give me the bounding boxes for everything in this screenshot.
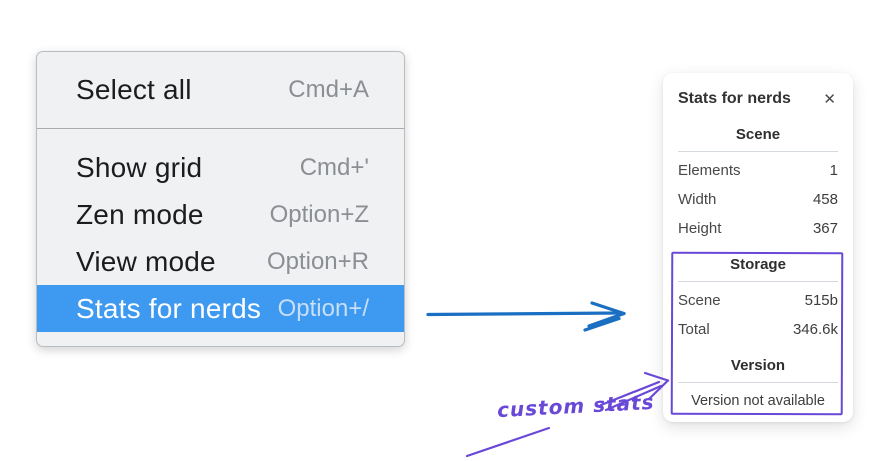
stat-value: 515b — [804, 292, 838, 309]
menu-item-shortcut: Cmd+' — [299, 153, 369, 181]
menu-item-view-mode[interactable]: View mode Option+R — [37, 238, 404, 285]
stat-label: Elements — [678, 162, 741, 179]
stat-label: Width — [678, 191, 717, 208]
close-icon[interactable]: ✕ — [823, 90, 836, 108]
version-section: Version Version not available — [678, 357, 838, 413]
stat-row-total-storage: Total 346.6k — [678, 315, 838, 344]
section-divider — [678, 281, 838, 282]
stat-value: 1 — [829, 162, 838, 179]
menu-item-label: Show grid — [76, 151, 203, 183]
storage-section-heading: Storage — [730, 256, 786, 273]
stat-value: 346.6k — [792, 321, 838, 338]
menu-item-stats-for-nerds[interactable]: Stats for nerds Option+/ — [37, 285, 404, 332]
section-divider — [678, 151, 838, 152]
stat-row-elements: Elements 1 — [678, 156, 838, 185]
version-note: Version not available — [691, 393, 825, 409]
stat-row-scene-storage: Scene 515b — [678, 286, 838, 315]
stats-panel-header: Stats for nerds ✕ — [678, 85, 838, 113]
menu-item-label: Select all — [76, 74, 192, 105]
menu-group: Show grid Cmd+' Zen mode Option+Z View m… — [37, 129, 404, 346]
menu-item-shortcut: Option+/ — [277, 294, 369, 322]
menu-item-label: View mode — [76, 245, 216, 277]
stat-row-height: Height 367 — [678, 214, 838, 243]
custom-stats-annotation: custom stats — [496, 389, 656, 423]
scene-section-heading: Scene — [735, 126, 781, 143]
stats-panel: Stats for nerds ✕ Scene Elements 1 Width… — [663, 73, 853, 422]
menu-item-shortcut: Option+R — [266, 247, 369, 275]
stat-value: 458 — [812, 191, 838, 208]
stats-panel-title: Stats for nerds — [678, 90, 791, 107]
menu-divider — [37, 128, 404, 129]
stat-label: Total — [678, 321, 710, 338]
menu-item-zen-mode[interactable]: Zen mode Option+Z — [37, 191, 404, 238]
stat-label: Scene — [678, 292, 721, 309]
scene-section: Scene Elements 1 Width 458 Height 367 — [678, 126, 838, 243]
menu-item-show-grid[interactable]: Show grid Cmd+' — [37, 144, 404, 191]
storage-section: Storage Scene 515b Total 346.6k — [678, 256, 838, 344]
version-section-heading: Version — [730, 357, 786, 374]
menu-item-shortcut: Option+Z — [269, 200, 369, 228]
stat-value: 367 — [812, 220, 838, 237]
menu-item-label: Stats for nerds — [76, 292, 262, 324]
menu-item-select-all[interactable]: Select all Cmd+A — [37, 52, 404, 128]
context-menu: Select all Cmd+A Show grid Cmd+' Zen mod… — [36, 51, 405, 347]
menu-item-label: Zen mode — [76, 198, 204, 230]
section-divider — [678, 382, 838, 383]
stat-row-width: Width 458 — [678, 185, 838, 214]
menu-item-shortcut: Cmd+A — [288, 76, 369, 103]
blue-arrow — [426, 301, 626, 332]
stat-label: Height — [678, 220, 722, 237]
